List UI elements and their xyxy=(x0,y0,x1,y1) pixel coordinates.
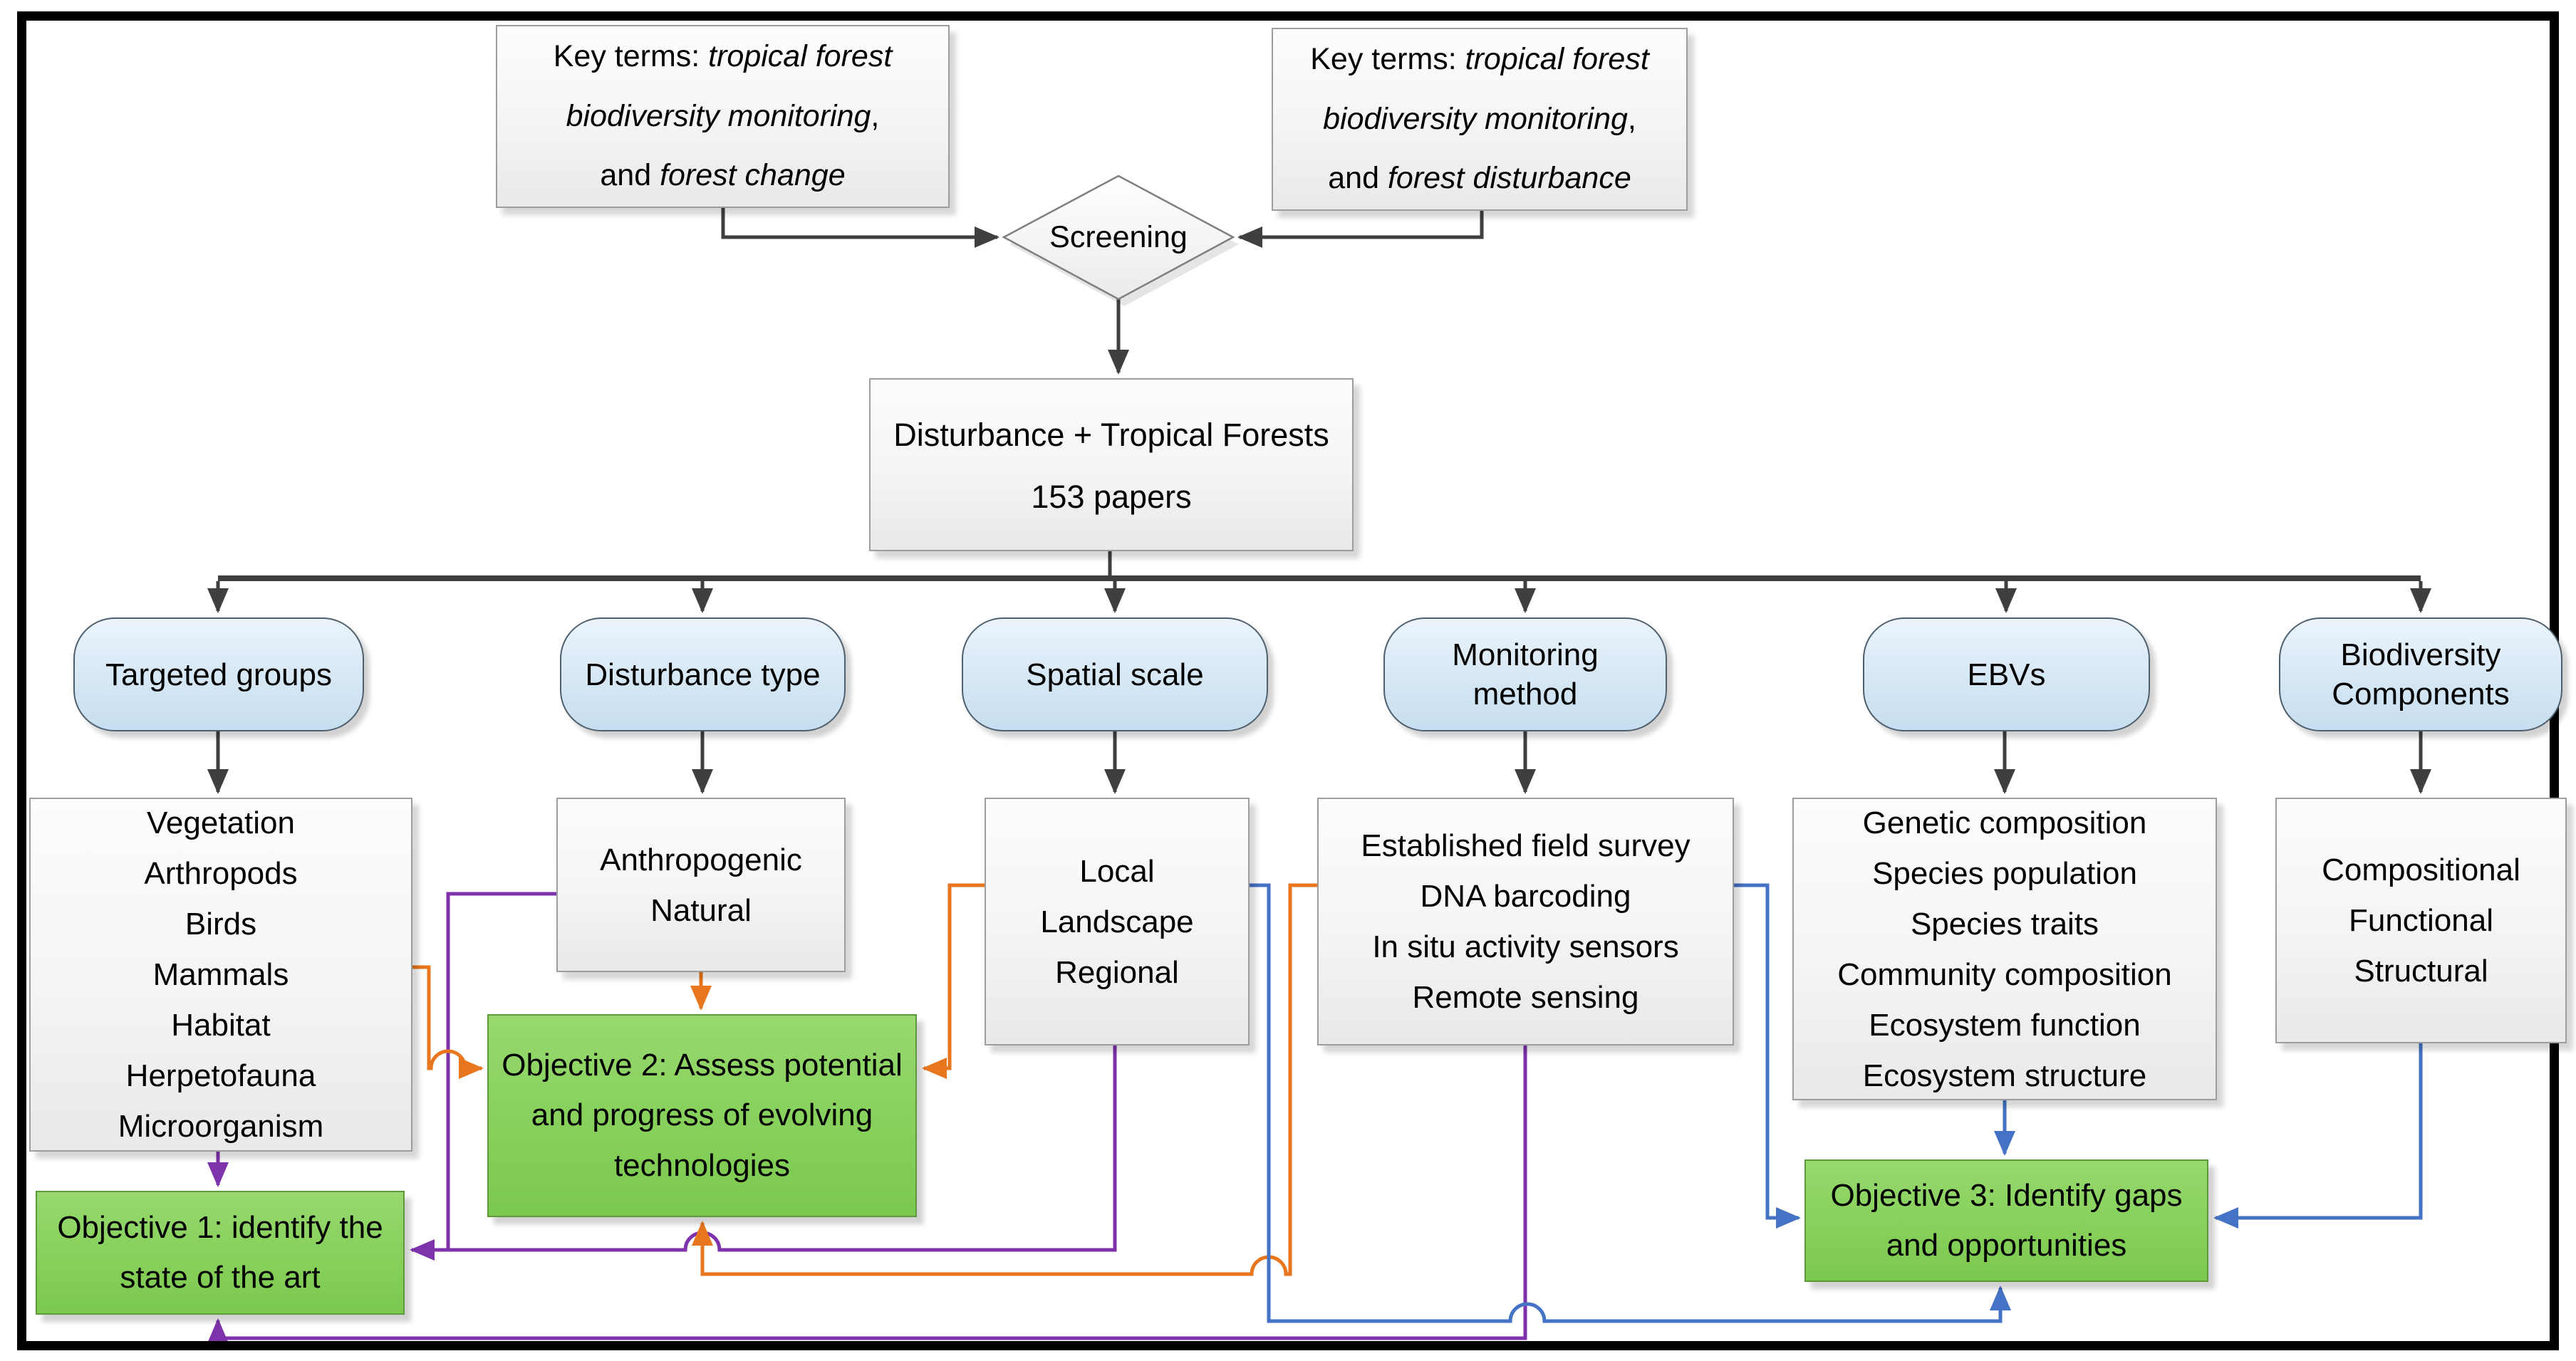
pill-biodiversity-components: Biodiversity Components xyxy=(2279,617,2562,731)
objective-1-box: Objective 1: identify the state of the a… xyxy=(36,1191,405,1315)
key-terms-left-text: Key terms: tropical forest biodiversity … xyxy=(553,38,893,193)
key-terms-box-left: Key terms: tropical forest biodiversity … xyxy=(496,25,950,208)
blue-connectors xyxy=(1250,883,2423,1323)
list-item: Established field survey xyxy=(1361,828,1690,863)
list-item: Vegetation xyxy=(147,805,295,840)
pill-targeted-groups: Targeted groups xyxy=(73,617,364,731)
list-spatial-scale: Local Landscape Regional xyxy=(985,798,1250,1045)
pill-spatial-scale: Spatial scale xyxy=(962,617,1268,731)
objective-1-label: Objective 1: identify the state of the a… xyxy=(57,1209,383,1295)
list-biodiversity-components: Compositional Functional Structural xyxy=(2275,798,2567,1043)
list-item: Anthropogenic xyxy=(600,842,802,877)
list-item: Natural xyxy=(650,892,752,928)
list-item: Birds xyxy=(185,907,257,942)
pill-ebvs: EBVs xyxy=(1863,617,2150,731)
black-connectors xyxy=(207,208,2431,794)
list-item: Remote sensing xyxy=(1412,980,1639,1015)
screening-diamond xyxy=(1002,174,1239,306)
list-item: Functional xyxy=(2348,903,2493,938)
list-item: Community composition xyxy=(1837,956,2172,992)
list-item: DNA barcoding xyxy=(1420,879,1631,914)
list-item: Landscape xyxy=(1040,904,1194,939)
papers-line1: Disturbance + Tropical Forests xyxy=(893,417,1329,453)
list-ebvs: Genetic composition Species population S… xyxy=(1792,798,2217,1100)
papers-box: Disturbance + Tropical Forests 153 paper… xyxy=(869,378,1354,551)
list-item: Mammals xyxy=(152,957,289,992)
papers-line2: 153 papers xyxy=(1031,479,1192,515)
objective-2-label: Objective 2: Assess potential and progre… xyxy=(502,1047,903,1183)
list-item: Herpetofauna xyxy=(125,1058,316,1093)
pill-monitoring-method: Monitoring method xyxy=(1383,617,1667,731)
objective-2-box: Objective 2: Assess potential and progre… xyxy=(487,1014,917,1217)
list-item: Regional xyxy=(1055,954,1179,990)
list-item: Structural xyxy=(2354,954,2488,989)
list-disturbance-type: Anthropogenic Natural xyxy=(556,798,846,972)
list-item: Genetic composition xyxy=(1862,805,2147,840)
pill-disturbance-type: Disturbance type xyxy=(560,617,846,731)
objective-3-label: Objective 3: Identify gaps and opportuni… xyxy=(1830,1177,2183,1263)
list-item: Species population xyxy=(1872,855,2137,891)
list-targeted-groups: Vegetation Arthropods Birds Mammals Habi… xyxy=(29,798,412,1152)
screening-label: Screening xyxy=(1049,220,1188,254)
list-item: Habitat xyxy=(171,1008,271,1043)
list-item: Microorganism xyxy=(118,1109,324,1144)
key-terms-box-right: Key terms: tropical forest biodiversity … xyxy=(1272,28,1688,211)
list-item: Arthropods xyxy=(144,856,298,891)
list-item: Ecosystem structure xyxy=(1862,1058,2147,1093)
list-item: Species traits xyxy=(1910,906,2099,942)
key-terms-right-text: Key terms: tropical forest biodiversity … xyxy=(1310,41,1649,196)
list-monitoring-method: Established field survey DNA barcoding I… xyxy=(1317,798,1734,1045)
list-item: In situ activity sensors xyxy=(1372,929,1679,964)
list-item: Ecosystem function xyxy=(1869,1007,2141,1043)
list-item: Local xyxy=(1079,853,1155,889)
list-item: Compositional xyxy=(2322,852,2520,887)
objective-3-box: Objective 3: Identify gaps and opportuni… xyxy=(1804,1159,2208,1282)
